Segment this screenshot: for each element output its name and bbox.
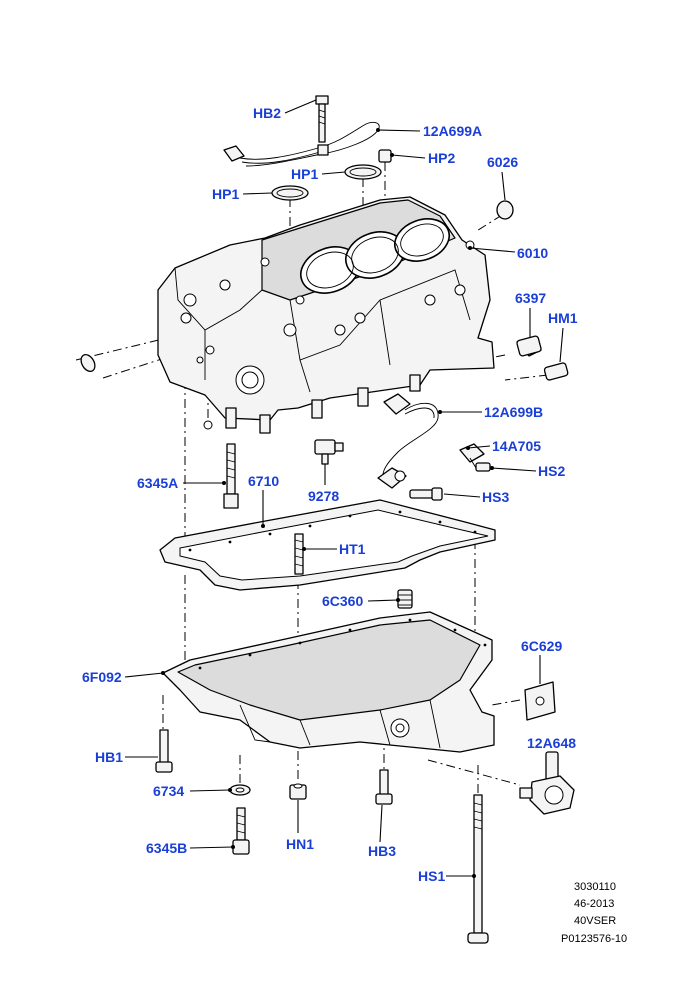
- callout-6010: 6010: [517, 245, 548, 261]
- bolt-hb2: [315, 95, 329, 143]
- callout-hp1-top: HP1: [291, 166, 318, 182]
- sensor-9278: [314, 439, 344, 465]
- callout-hm1: HM1: [548, 310, 578, 326]
- oil-pan-gasket-6710: [159, 499, 496, 591]
- callout-6026: 6026: [487, 154, 518, 170]
- plug-hm1: [543, 362, 569, 381]
- callout-ht1: HT1: [339, 541, 366, 557]
- plug-hp1-top: [344, 164, 382, 180]
- plug-hp2: [378, 149, 392, 163]
- callout-6345b: 6345B: [146, 840, 187, 856]
- bolt-hs1: [467, 794, 489, 944]
- reference-line: 40VSER: [574, 915, 616, 927]
- bracket-6c629: [524, 681, 556, 721]
- callout-hs2: HS2: [538, 463, 565, 479]
- callout-hb1: HB1: [95, 749, 123, 765]
- callout-6710: 6710: [248, 473, 279, 489]
- reference-line: 3030110: [574, 881, 616, 893]
- stud-ht1: [294, 533, 304, 575]
- callout-hb2: HB2: [253, 105, 281, 121]
- callout-6734: 6734: [153, 783, 184, 799]
- callout-6c629: 6C629: [521, 638, 562, 654]
- callout-6c360: 6C360: [322, 593, 363, 609]
- bolt-hs3: [409, 487, 443, 501]
- cylinder-block-6010: [157, 196, 495, 434]
- callout-6397: 6397: [515, 290, 546, 306]
- screw-hs2: [475, 462, 491, 472]
- filter-6c360: [397, 589, 413, 609]
- leader-lines: [124, 99, 564, 878]
- stud-6345a: [223, 443, 239, 509]
- plug-6026: [496, 200, 514, 220]
- stud-6345b: [232, 807, 250, 855]
- callout-6f092: 6F092: [82, 669, 122, 685]
- callout-hb3: HB3: [368, 843, 396, 859]
- bolt-hb1: [155, 729, 173, 773]
- callout-hn1: HN1: [286, 836, 314, 852]
- bracket-14a705: [459, 443, 485, 469]
- oil-pan-6f092: [162, 611, 495, 753]
- callout-12a699a: 12A699A: [423, 123, 482, 139]
- callout-12a699b: 12A699B: [484, 404, 543, 420]
- callout-9278: 9278: [308, 488, 339, 504]
- wiring-harness-12a699a: [223, 121, 380, 167]
- callout-12a648: 12A648: [527, 735, 576, 751]
- oil-level-sensor-12a648: [519, 751, 575, 815]
- callout-6345a: 6345A: [137, 475, 178, 491]
- left-side-plugs: [80, 353, 213, 430]
- dowel-6397: [516, 335, 542, 357]
- callout-hs3: HS3: [482, 489, 509, 505]
- reference-block: 3030110 46-2013 40VSER P0123576-10: [561, 881, 627, 945]
- washer-6734: [229, 784, 251, 796]
- reference-line: P0123576-10: [561, 933, 627, 945]
- knock-sensor-harness-12a699b: [377, 393, 439, 489]
- callout-hs1: HS1: [418, 868, 445, 884]
- nut-hn1: [289, 783, 307, 800]
- callout-hp2: HP2: [428, 150, 455, 166]
- callout-hp1-left: HP1: [212, 186, 239, 202]
- callout-14a705: 14A705: [492, 438, 541, 454]
- reference-line: 46-2013: [574, 898, 614, 910]
- plug-hp1-left: [271, 185, 309, 201]
- bolt-hb3: [375, 769, 393, 805]
- callout-labels: HB2 12A699A HP2 HP1 HP1 6026 6010 6397 H…: [82, 105, 578, 884]
